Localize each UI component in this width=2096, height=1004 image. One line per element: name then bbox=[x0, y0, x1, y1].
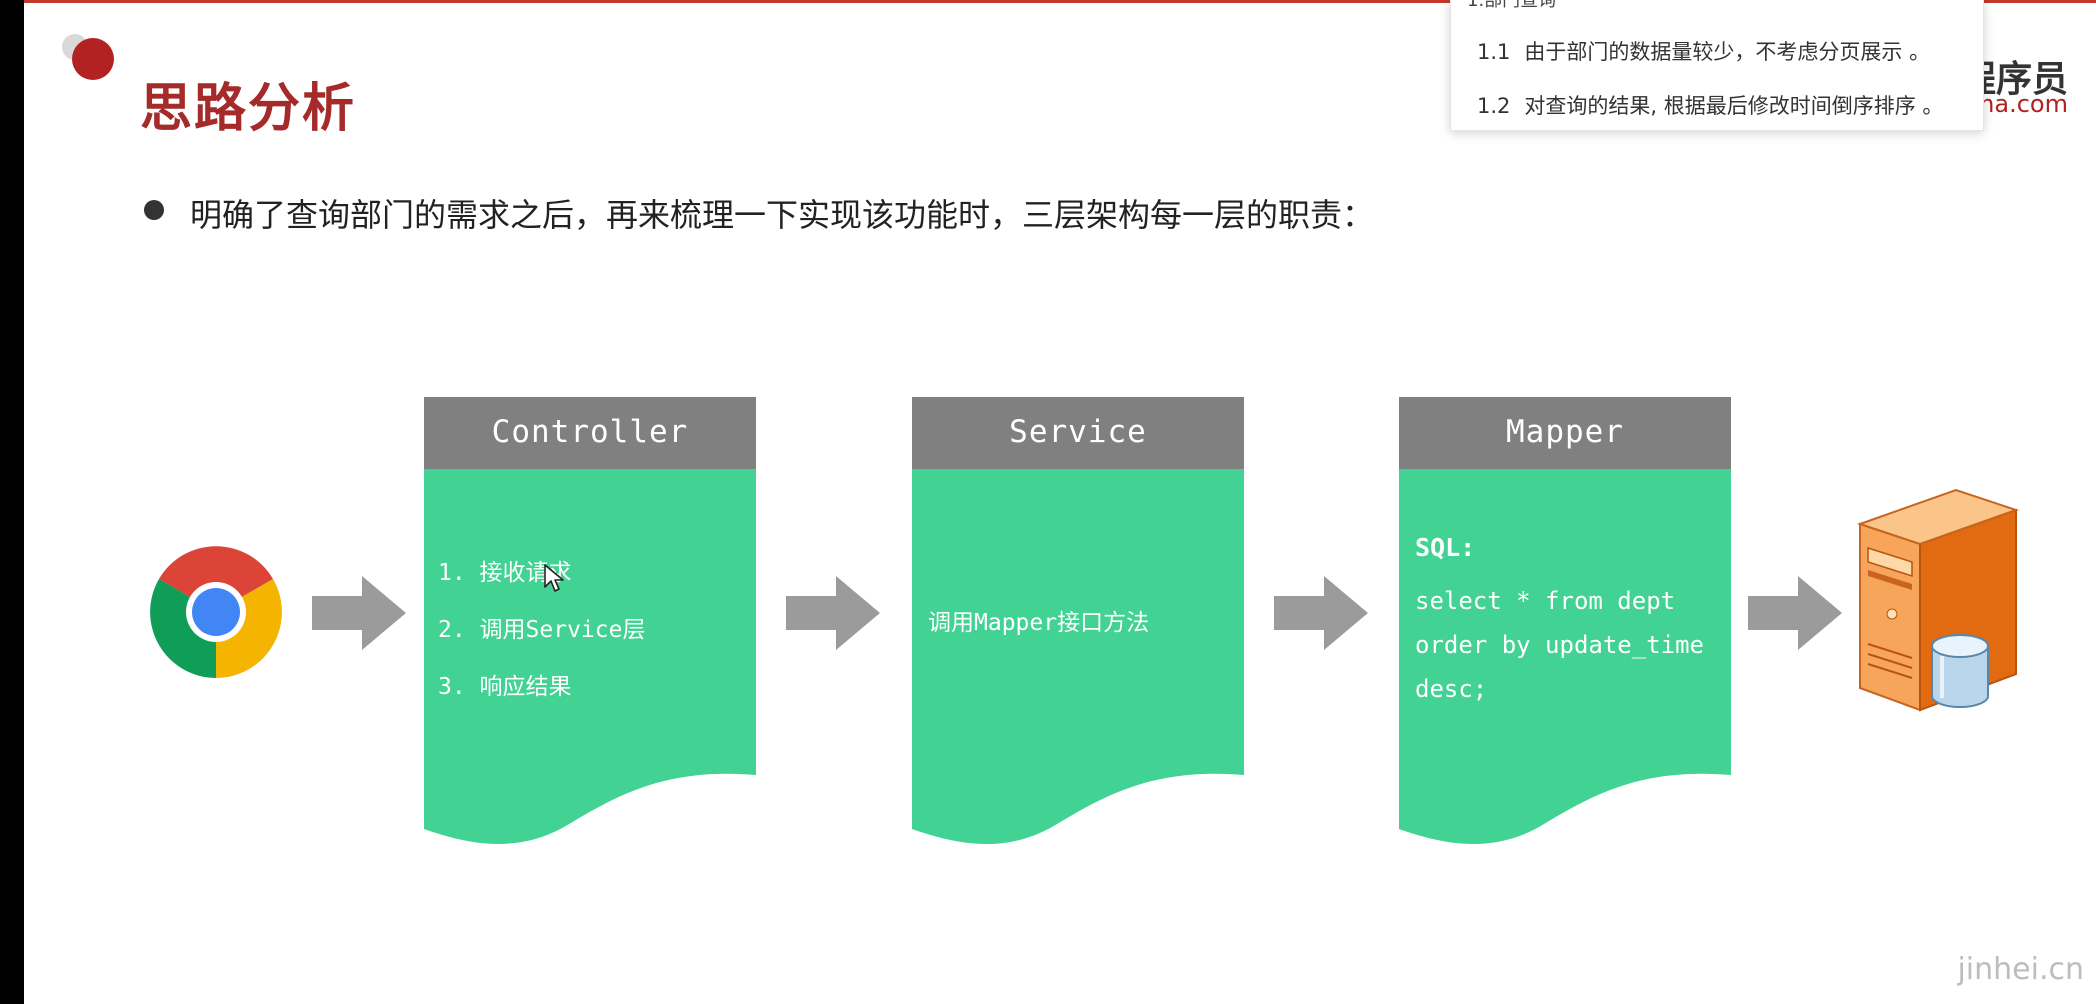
brand-domain: ma.com bbox=[1971, 90, 2068, 118]
service-text: 调用Mapper接口方法 bbox=[928, 610, 1150, 636]
chrome-browser-icon bbox=[150, 546, 282, 678]
top-accent-line bbox=[24, 0, 2096, 3]
popup-item-number: 1.1 bbox=[1477, 40, 1511, 64]
logo-red-dot bbox=[72, 38, 114, 80]
popup-clipped-heading: 1.部门查询 bbox=[1467, 0, 1557, 11]
flow-arrow bbox=[312, 576, 406, 650]
service-header: Service bbox=[1009, 414, 1147, 450]
mapper-header: Mapper bbox=[1506, 414, 1624, 450]
slide-title: 思路分析 bbox=[140, 79, 357, 139]
flow-arrow bbox=[786, 576, 880, 650]
left-black-bar bbox=[0, 0, 24, 1004]
controller-item: 2. 调用Service层 bbox=[438, 617, 646, 643]
sql-line: order by update_time bbox=[1415, 631, 1704, 659]
sql-line: desc; bbox=[1415, 675, 1488, 703]
controller-card-shape bbox=[424, 397, 756, 844]
notes-popup: 1.部门查询 1.1 由于部门的数据量较少，不考虑分页展示 。 1.2 对查询的结果… bbox=[1450, 0, 1984, 131]
popup-item-text: 由于部门的数据量较少，不考虑分页展示 。 bbox=[1524, 40, 1931, 64]
popup-item: 1.2 对查询的结果, 根据最后修改时间倒序排序 。 bbox=[1477, 90, 1943, 120]
mouse-cursor-icon bbox=[544, 564, 564, 592]
popup-item-number: 1.2 bbox=[1477, 94, 1511, 118]
popup-item: 1.1 由于部门的数据量较少，不考虑分页展示 。 bbox=[1477, 36, 1930, 66]
controller-card: Controller 1. 接收请求 2. 调用Service层 3. 响应结果 bbox=[424, 397, 756, 857]
popup-item-text: 对查询的结果, 根据最后修改时间倒序排序 。 bbox=[1524, 94, 1944, 118]
mapper-card: Mapper SQL: select * from dept order by … bbox=[1399, 397, 1731, 857]
bullet-text: 明确了查询部门的需求之后，再来梳理一下实现该功能时，三层架构每一层的职责： bbox=[190, 196, 1375, 234]
flow-arrow bbox=[1274, 576, 1368, 650]
service-card-shape bbox=[912, 397, 1244, 844]
controller-item: 3. 响应结果 bbox=[438, 674, 572, 700]
controller-header: Controller bbox=[491, 414, 689, 450]
database-server-icon bbox=[1856, 488, 2020, 712]
service-card: Service 调用Mapper接口方法 bbox=[912, 397, 1244, 857]
sql-line: select * from dept bbox=[1415, 587, 1676, 615]
sql-label: SQL: bbox=[1415, 533, 1476, 562]
bullet-dot bbox=[144, 200, 164, 220]
watermark: jinhei.cn bbox=[1957, 952, 2084, 987]
flow-arrow bbox=[1748, 576, 1842, 650]
mapper-card-shape bbox=[1399, 397, 1731, 844]
